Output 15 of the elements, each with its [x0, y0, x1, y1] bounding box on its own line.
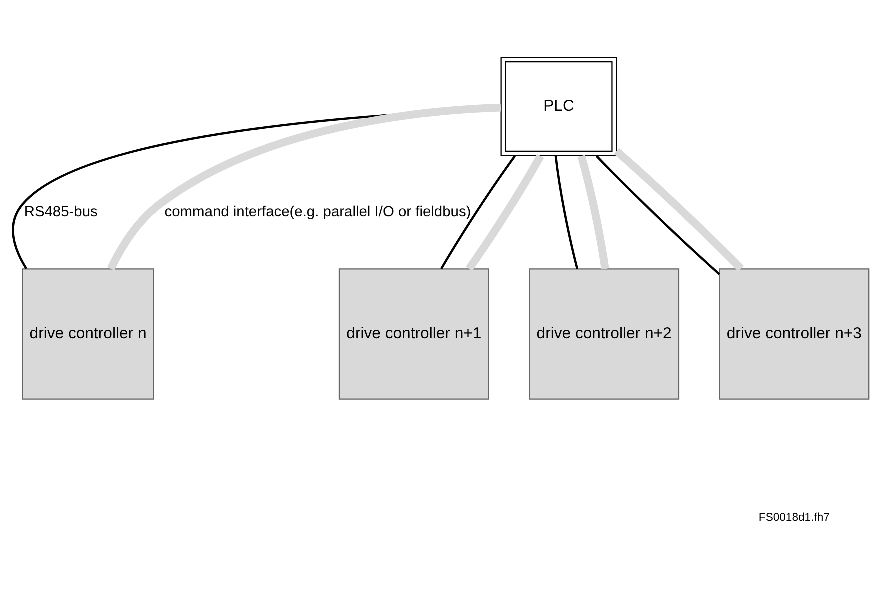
connector [554, 156, 579, 270]
edge-label: RS485-bus [24, 204, 98, 220]
connector [614, 148, 744, 272]
label: FS0018d1.fh7 [758, 512, 830, 524]
edge-label: command interface(e.g. parallel I/O or fieldbus) [164, 204, 472, 220]
connector [466, 154, 544, 272]
node-box: drive controller n [22, 268, 154, 400]
connector [440, 156, 516, 270]
connector [107, 104, 502, 271]
node-box: drive controller n+3 [719, 268, 870, 400]
connector [596, 155, 720, 276]
connector [578, 155, 610, 270]
node-box: drive controller n+1 [338, 268, 490, 400]
node-box: drive controller n+2 [529, 268, 680, 400]
node-box: PLC [500, 56, 618, 157]
